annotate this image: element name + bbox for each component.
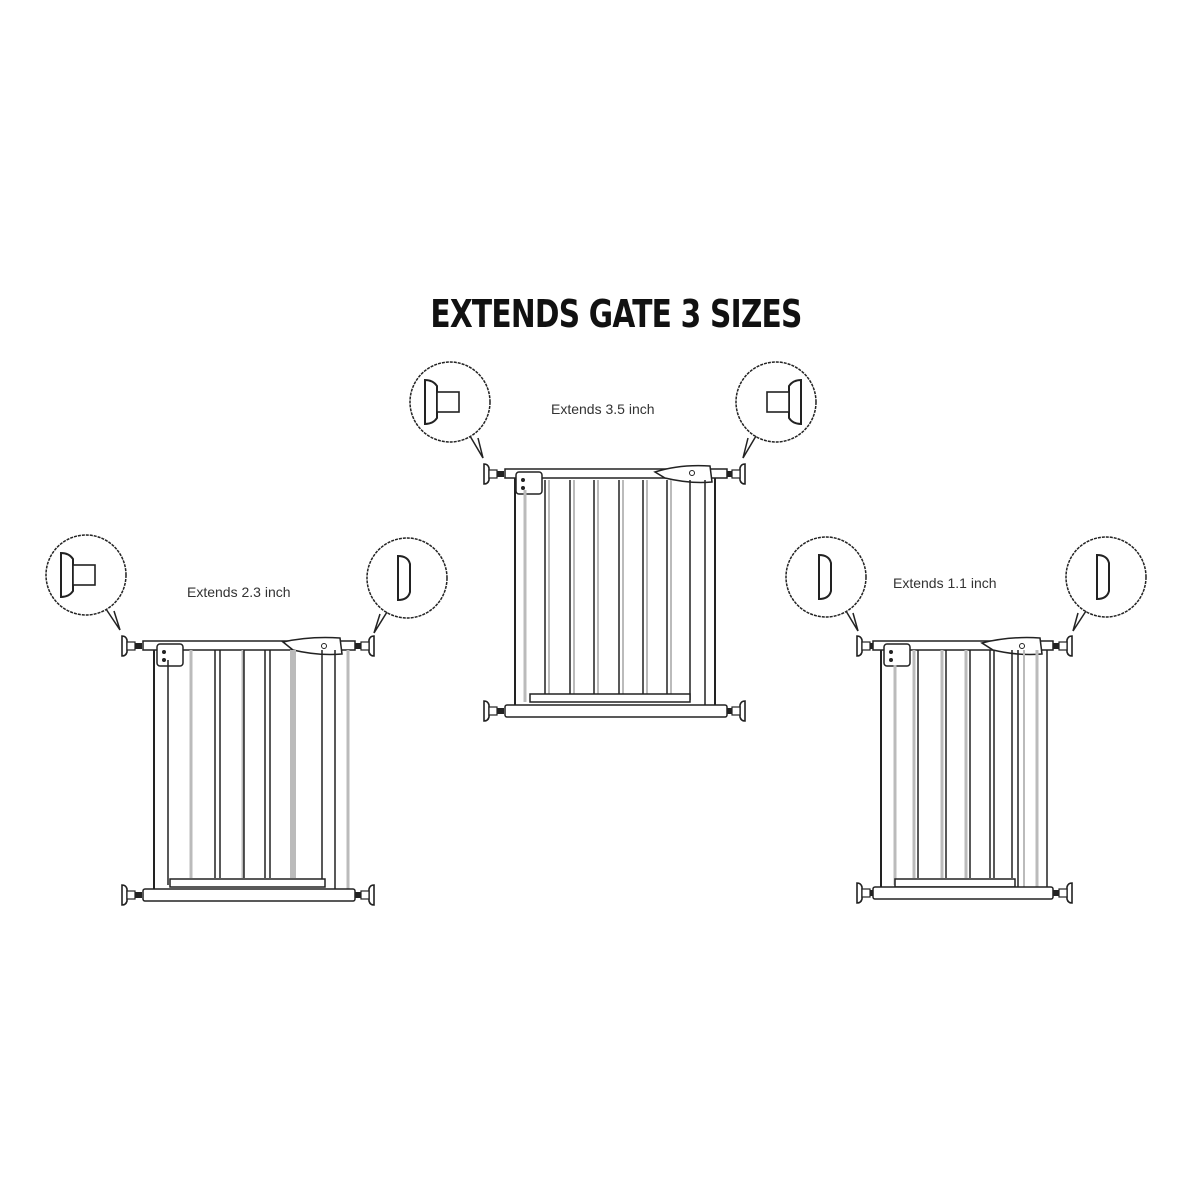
gate-right-label: Extends 1.1 inch	[893, 575, 997, 591]
gate-left-label: Extends 2.3 inch	[187, 584, 291, 600]
gate-left	[45, 534, 448, 906]
gate-center	[409, 361, 817, 722]
gate-right	[785, 536, 1147, 904]
gate-center-label: Extends 3.5 inch	[551, 401, 655, 417]
diagram-title: EXTENDS GATE 3 SIZES	[430, 292, 802, 336]
